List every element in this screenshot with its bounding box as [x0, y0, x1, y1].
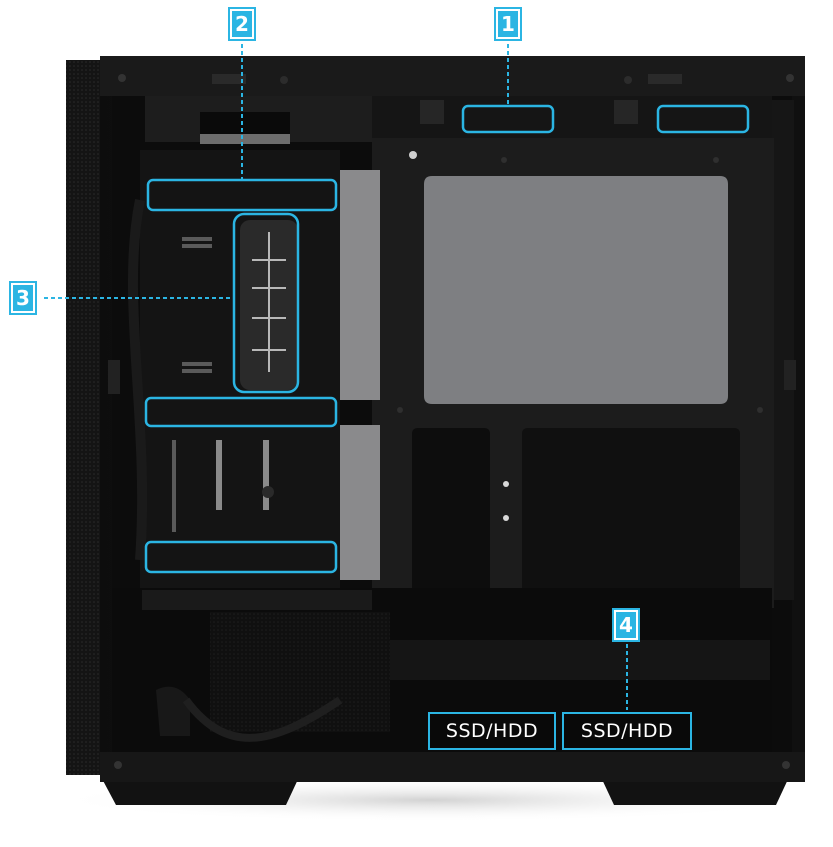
cable-cover-lower [338, 425, 380, 580]
rear-foot [600, 775, 790, 805]
cable-cover-upper [338, 170, 380, 400]
rear-panel-right [522, 428, 740, 596]
callout-1: 1 [494, 7, 522, 41]
callout-4: 4 [612, 608, 640, 642]
callout-3: 3 [9, 281, 37, 315]
highlight-cable-routing [232, 212, 300, 394]
callout-1-number: 1 [498, 11, 518, 37]
leader-lines [44, 44, 628, 710]
front-foot [100, 775, 300, 805]
highlight-ssd-mount-middle [144, 396, 338, 428]
callout-2: 2 [228, 7, 256, 41]
highlight-ssd-mount-lower [144, 540, 338, 574]
psu-mesh [210, 612, 390, 732]
rear-panel-left [412, 428, 490, 596]
cpu-cutout [424, 176, 728, 404]
top-rail [100, 56, 805, 96]
highlight-fan-mount-2 [656, 104, 750, 134]
callout-4-number: 4 [616, 612, 636, 638]
front-mesh-panel [66, 60, 106, 775]
power-cable [156, 686, 190, 736]
bottom-rail [100, 752, 805, 782]
drive-label-1: SSD/HDD [428, 712, 556, 750]
callout-3-number: 3 [13, 285, 33, 311]
drive-label-2: SSD/HDD [562, 712, 692, 750]
highlight-fan-mount-1 [461, 104, 555, 134]
callout-2-number: 2 [232, 11, 252, 37]
